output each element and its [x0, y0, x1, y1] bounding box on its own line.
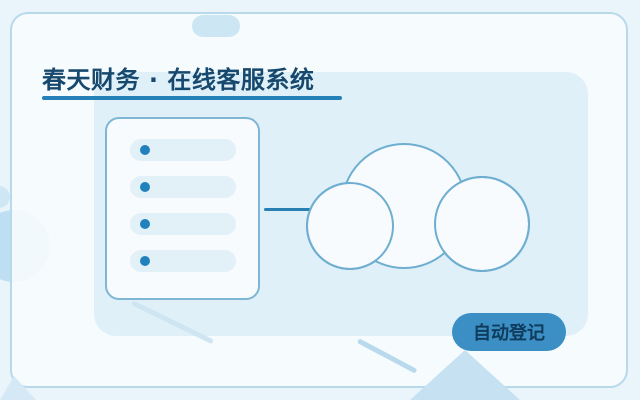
decorative-triangle — [410, 350, 520, 400]
cloud-icon — [306, 143, 530, 272]
list-item — [130, 176, 236, 198]
bullet-dot — [140, 219, 150, 229]
decorative-circle-small — [0, 186, 10, 208]
connector-line — [264, 208, 330, 211]
bullet-dot — [140, 145, 150, 155]
bullet-dot — [140, 182, 150, 192]
auto-register-button[interactable]: 自动登记 — [452, 313, 566, 351]
decorative-triangle — [0, 376, 36, 400]
document-list-icon — [105, 117, 260, 300]
list-item — [130, 139, 236, 161]
list-item — [130, 213, 236, 235]
decorative-pill — [192, 15, 240, 37]
list-item — [130, 250, 236, 272]
title-underline — [42, 96, 342, 100]
bullet-dot — [140, 256, 150, 266]
page-title: 春天财务 · 在线客服系统 — [42, 66, 315, 94]
